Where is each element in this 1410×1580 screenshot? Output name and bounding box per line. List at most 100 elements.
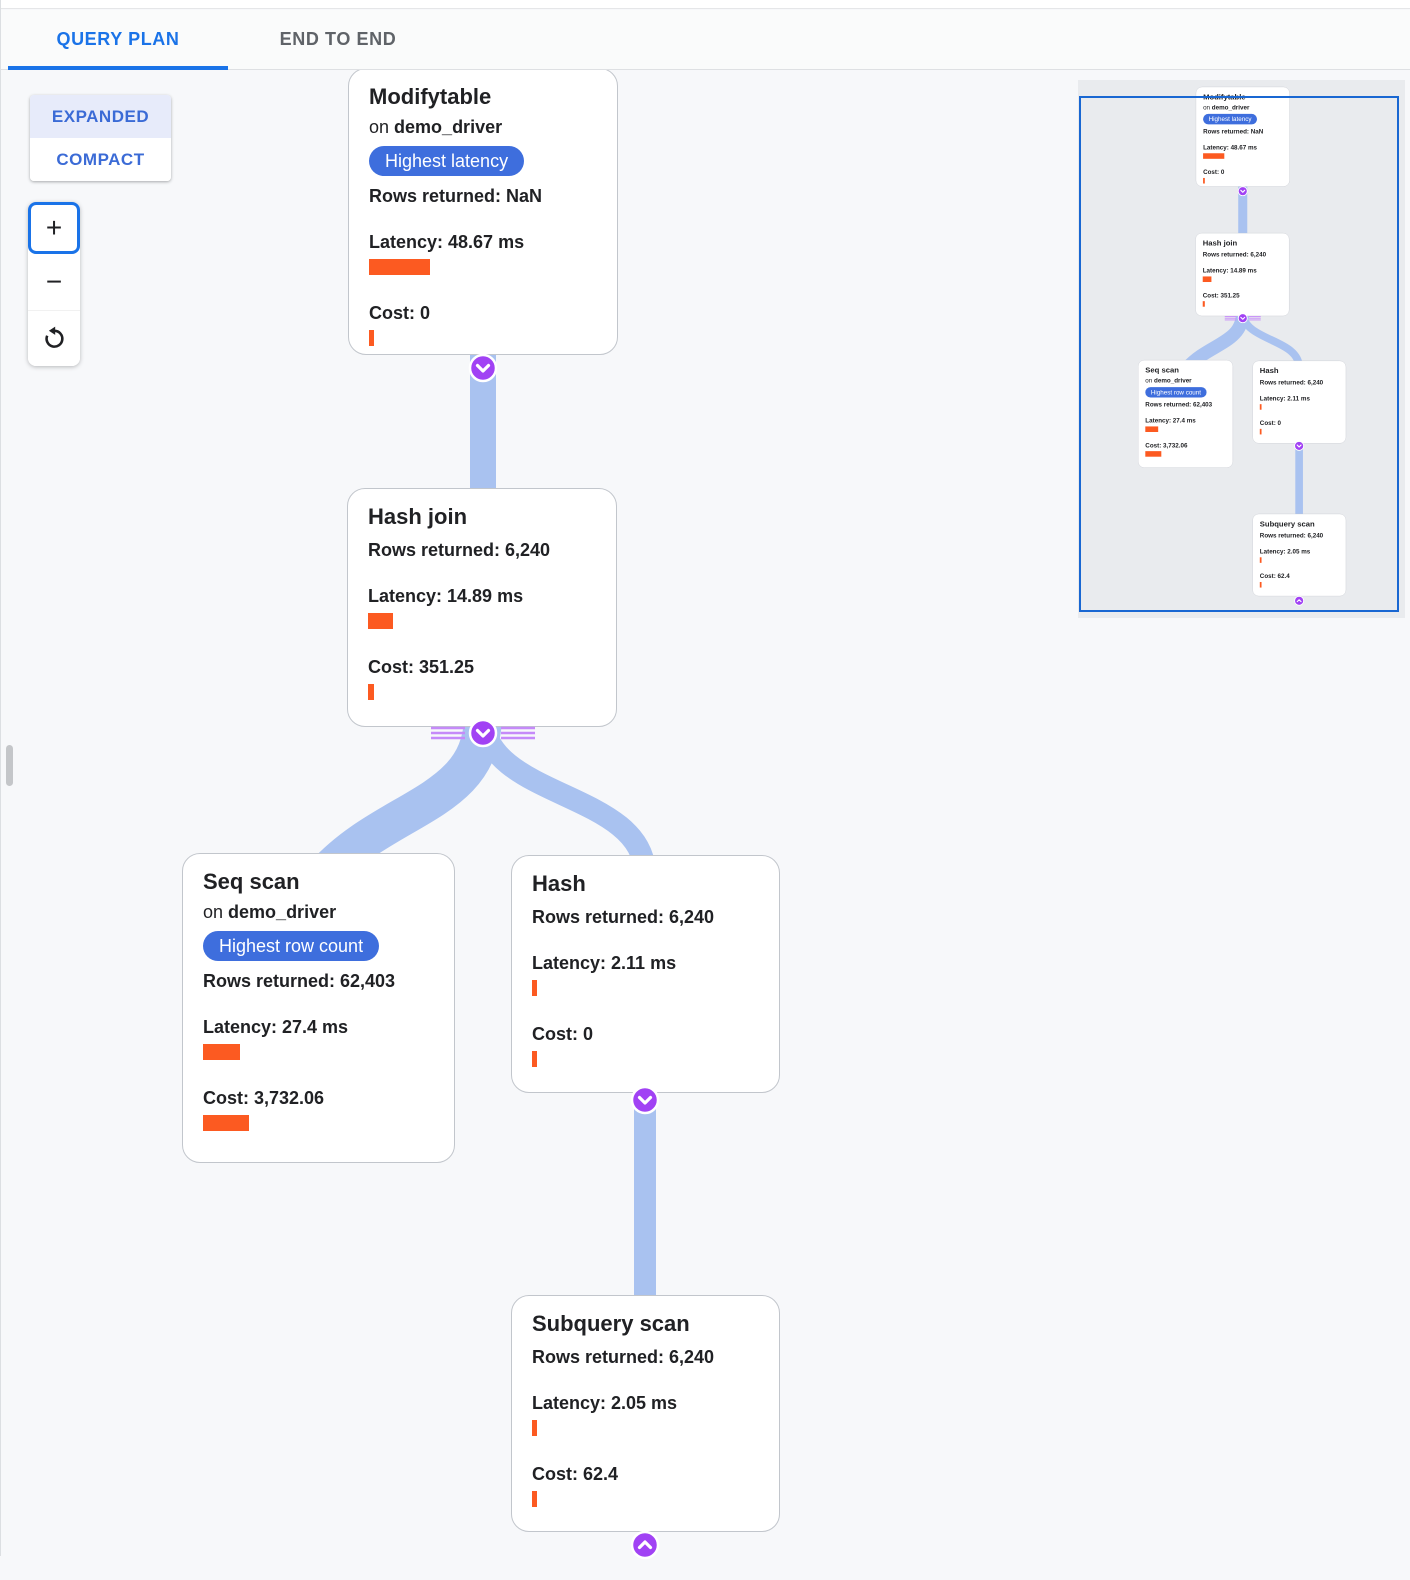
cost-stat: Cost: 351.25 [1202,291,1240,299]
reset-rotate-icon [44,326,64,348]
junction-lines [431,726,535,740]
zoom-out-button[interactable]: − [28,254,80,310]
chevron-down-icon [1237,313,1248,324]
plan-node-hash[interactable]: Hash Rows returned: 6,240 Latency: 2.11 … [1252,360,1347,444]
cost-stat: Cost: 351.25 [368,657,475,677]
rows-returned-stat: Rows returned: 6,240 [532,907,715,927]
node-title: Seq scan [203,869,300,894]
rows-returned-stat: Rows returned: 6,240 [1259,378,1324,386]
collapse-button-modifytable[interactable] [1237,186,1248,197]
rows-returned-stat: Rows returned: 62,403 [1145,401,1213,408]
plan-node-subquery-scan[interactable]: Subquery scan Rows returned: 6,240 Laten… [511,1295,780,1532]
node-title: Hash join [1202,238,1238,248]
collapse-button-hash[interactable] [630,1085,660,1115]
plan-node-seq-scan[interactable]: Seq scan on demo_driver Highest row coun… [1138,359,1234,468]
cost-stat: Cost: 0 [1203,168,1225,176]
latency-stat: Latency: 14.89 ms [1202,267,1257,275]
tab-end-to-end[interactable]: END TO END [228,10,448,69]
cost-bar [203,1115,249,1131]
panel-left-border [0,0,1,1556]
minimap-tree-holder: Modifytable on demo_driver Highest laten… [1138,84,1347,613]
chevron-down-icon [468,718,498,748]
highest-latency-badge: Highest latency [369,146,525,176]
vertical-scrollbar-thumb[interactable] [6,745,13,786]
collapse-button-hash[interactable] [1294,440,1305,451]
latency-stat: Latency: 2.05 ms [1259,547,1311,555]
node-title: Subquery scan [532,1311,690,1336]
reset-view-button[interactable] [28,310,80,366]
node-title: Modifytable [369,84,492,109]
tab-query-plan-label: QUERY PLAN [56,29,180,49]
highest-row-count-badge: Highest row count [203,931,380,961]
highest-row-count-badge: Highest row count [1145,387,1207,398]
plan-node-hash[interactable]: Hash Rows returned: 6,240 Latency: 2.11 … [511,855,780,1093]
chevron-up-icon [1294,595,1305,606]
collapse-button-modifytable[interactable] [468,353,498,383]
cost-bar [369,330,374,346]
chevron-down-icon [1294,440,1305,451]
node-table: on demo_driver [369,117,503,137]
chevron-down-icon [630,1085,660,1115]
cost-stat: Cost: 62.4 [1259,572,1290,580]
plan-node-subquery-scan[interactable]: Subquery scan Rows returned: 6,240 Laten… [1252,513,1347,597]
compact-button[interactable]: COMPACT [30,138,171,181]
latency-stat: Latency: 48.67 ms [1203,143,1258,151]
latency-bar [203,1044,240,1060]
plan-node-modifytable[interactable]: Modifytable on demo_driver Highest laten… [1195,86,1290,187]
cost-stat: Cost: 0 [1259,419,1282,427]
plan-node-seq-scan[interactable]: Seq scan on demo_driver Highest row coun… [182,853,455,1163]
node-table: on demo_driver [1203,103,1250,111]
rows-returned-stat: Rows returned: 6,240 [1202,251,1267,258]
minimap-viewport[interactable] [1079,96,1399,612]
node-title: Hash [532,871,586,896]
collapse-button-hash-join[interactable] [1237,313,1248,324]
rows-returned-stat: Rows returned: NaN [369,186,543,206]
latency-stat: Latency: 2.11 ms [532,953,677,973]
rows-returned-stat: Rows returned: NaN [1203,127,1264,135]
latency-bar [1259,404,1262,410]
top-strip [0,0,1410,9]
latency-stat: Latency: 14.89 ms [368,586,524,606]
expand-button-subquery-scan[interactable] [1294,595,1305,606]
rows-returned-stat: Rows returned: 62,403 [203,971,396,991]
cost-bar [1202,301,1205,307]
latency-bar [1145,426,1159,432]
latency-bar [369,259,430,275]
latency-bar [1202,276,1212,283]
junction-lines [1224,316,1261,321]
collapse-button-hash-join[interactable] [468,718,498,748]
view-mode-toggle: EXPANDED COMPACT [30,95,171,181]
node-title: Seq scan [1145,365,1179,375]
latency-bar [1259,557,1262,563]
latency-stat: Latency: 27.4 ms [203,1017,349,1037]
rows-returned-stat: Rows returned: 6,240 [1259,531,1324,539]
tab-query-plan[interactable]: QUERY PLAN [8,10,228,70]
cost-stat: Cost: 0 [369,303,431,323]
rows-returned-stat: Rows returned: 6,240 [368,540,551,560]
cost-stat: Cost: 3,732.06 [1145,441,1188,449]
node-table: on demo_driver [1145,377,1192,384]
chevron-down-icon [1237,186,1248,197]
node-table: on demo_driver [203,902,337,922]
zoom-in-button[interactable]: + [28,202,80,254]
minimap[interactable]: Modifytable on demo_driver Highest laten… [1078,80,1405,618]
plan-node-hash-join[interactable]: Hash join Rows returned: 6,240 Latency: … [1195,232,1290,317]
node-title: Subquery scan [1259,519,1315,529]
plan-node-hash-join[interactable]: Hash join Rows returned: 6,240 Latency: … [347,488,617,727]
latency-bar [532,980,537,996]
latency-stat: Latency: 2.05 ms [532,1393,678,1413]
highest-latency-badge: Highest latency [1203,113,1258,125]
expanded-button[interactable]: EXPANDED [30,95,171,138]
latency-bar [532,1420,537,1436]
cost-bar [1259,428,1262,435]
query-plan-tree: Modifytable on demo_driver Highest laten… [1138,84,1347,613]
cost-bar [1145,451,1162,457]
plan-node-modifytable[interactable]: Modifytable on demo_driver Highest laten… [348,68,618,355]
tab-end-to-end-label: END TO END [279,29,397,49]
active-tab-underline [8,66,228,70]
latency-stat: Latency: 27.4 ms [1145,417,1196,424]
node-title: Hash join [368,504,468,529]
cost-bar [532,1051,537,1067]
cost-stat: Cost: 62.4 [532,1464,619,1484]
cost-bar [1259,581,1262,588]
